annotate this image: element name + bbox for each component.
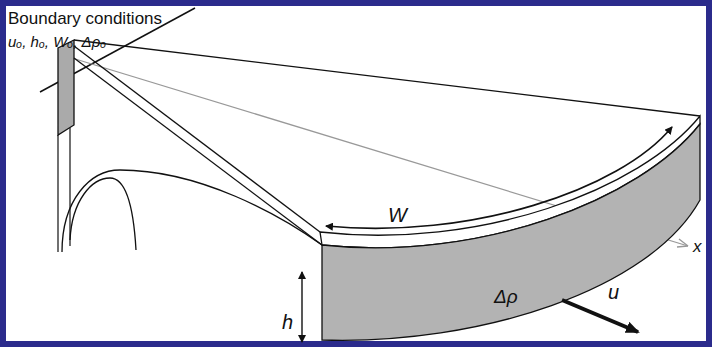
heading-label: Boundary conditions [8, 10, 162, 27]
density-symbol: Δρ [494, 287, 518, 306]
width-symbol: W [388, 205, 407, 225]
source-plate [58, 40, 74, 135]
plume-front-face [322, 124, 700, 340]
velocity-arrow [562, 300, 638, 332]
height-symbol: h [282, 312, 293, 332]
width-arrow [326, 127, 672, 228]
height-arrow [301, 272, 302, 342]
boundary-values: uₒ, hₒ, Wₒ, Δρₒ [8, 34, 106, 49]
velocity-symbol: u [608, 282, 619, 302]
axis-label: x [693, 238, 702, 255]
